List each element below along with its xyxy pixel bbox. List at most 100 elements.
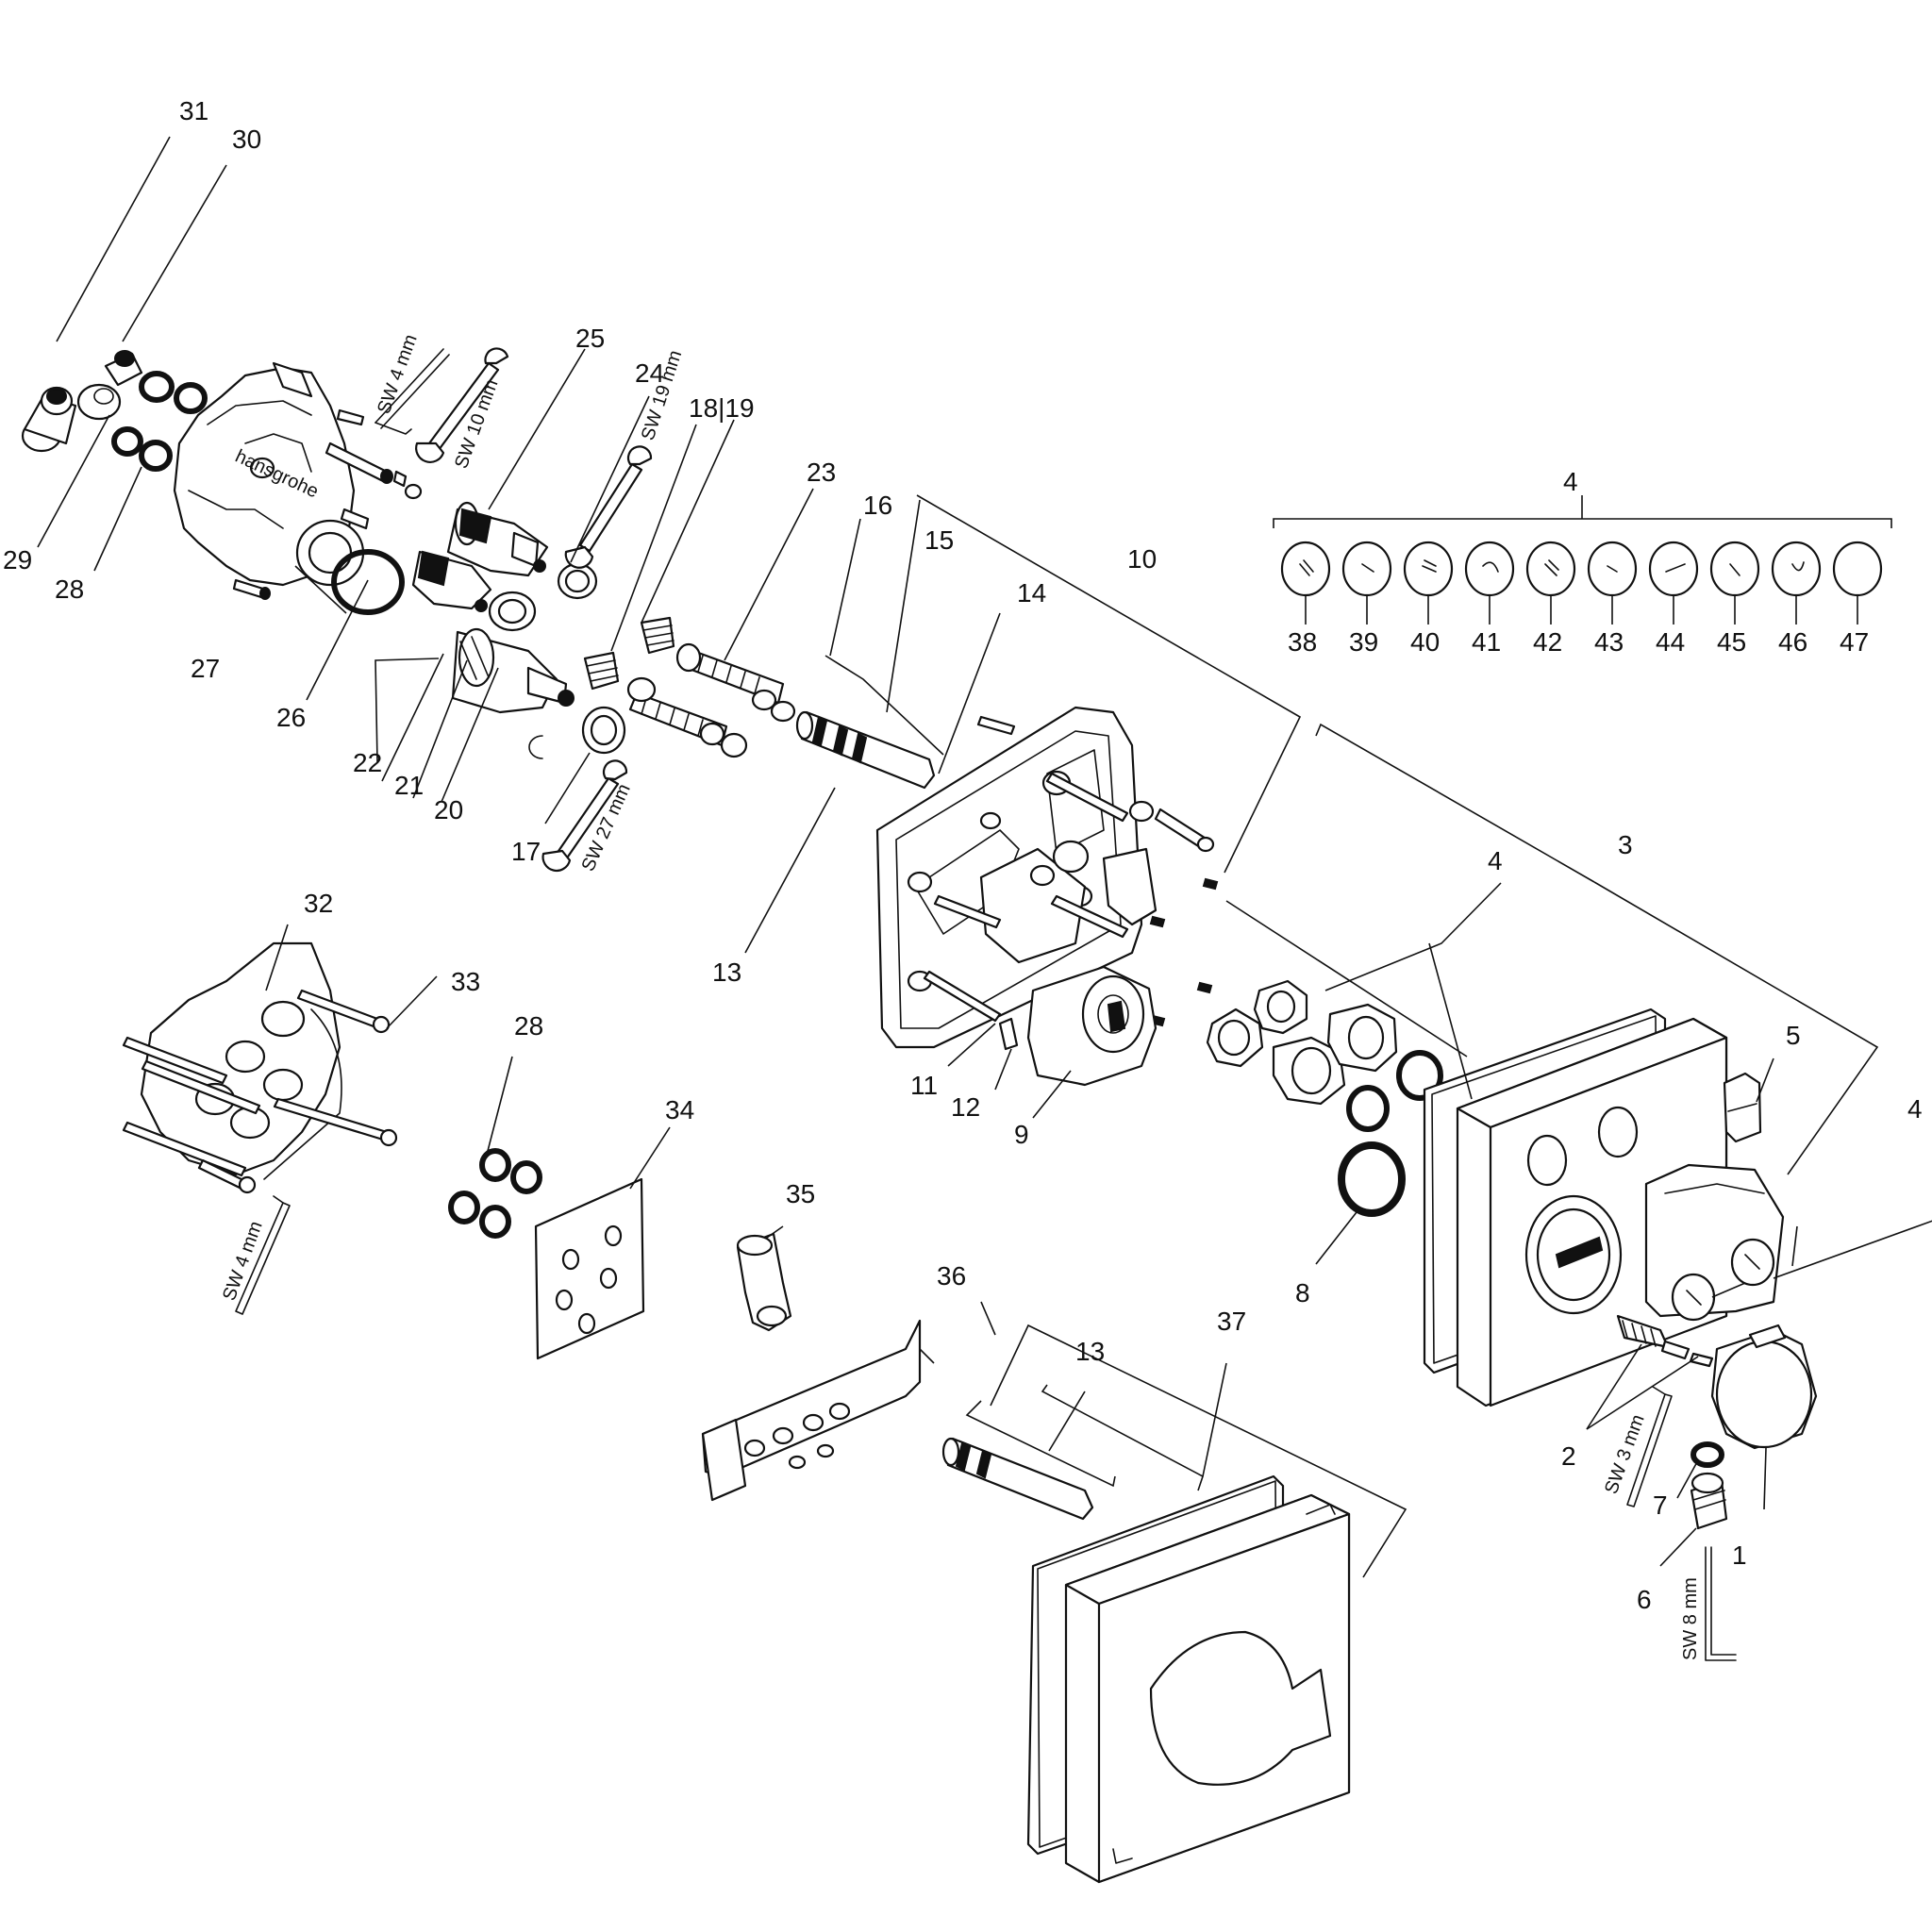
shaft-13	[941, 1437, 1094, 1521]
callout-30: 30	[232, 125, 261, 154]
callout-36: 36	[937, 1261, 966, 1291]
callout-35: 35	[786, 1179, 815, 1208]
mounting-plate-34	[534, 1177, 645, 1360]
extension-2	[1616, 1314, 1714, 1368]
callout-27: 27	[191, 654, 220, 683]
callout-2: 2	[1561, 1441, 1576, 1471]
tool-label-sw8: SW 8 mm	[1680, 1577, 1701, 1660]
callout-labels: 31 30 29 28 27 26 25 24 18|19 23 16 15 1…	[3, 96, 1923, 1614]
buttons-4-right	[1671, 1238, 1775, 1322]
callout-15: 15	[924, 525, 954, 555]
wrench-sw10: SW 10 mm	[415, 347, 509, 472]
o-ring-26	[331, 549, 405, 615]
callout-23: 23	[807, 458, 836, 487]
callout-17: 17	[511, 837, 541, 866]
adapter-6	[1690, 1472, 1728, 1530]
handle-1	[1710, 1324, 1818, 1450]
plug-12	[998, 1017, 1019, 1051]
callout-34: 34	[665, 1095, 694, 1124]
callout-18-19: 18|19	[689, 393, 755, 423]
callout-40: 40	[1410, 627, 1440, 657]
callout-1: 1	[1732, 1541, 1747, 1570]
callout-4-right: 4	[1907, 1094, 1923, 1124]
clip-17	[528, 735, 543, 759]
callout-13-bottom: 13	[1075, 1337, 1105, 1366]
template-plate-37	[1026, 1474, 1351, 1884]
hex-key-sw3: SW 3 mm	[1601, 1386, 1673, 1507]
callout-25: 25	[575, 324, 605, 353]
seal-rings-28-upper	[111, 371, 208, 472]
callout-39: 39	[1349, 627, 1378, 657]
cap-label-ticks	[1305, 595, 1858, 625]
callout-13-top: 13	[712, 958, 741, 987]
wrench-sw27: SW 27 mm	[541, 759, 635, 874]
callout-21: 21	[394, 771, 424, 800]
tool-label-sw4: SW 4 mm	[374, 332, 422, 417]
callout-45: 45	[1717, 627, 1746, 657]
cartridge-25	[446, 501, 549, 577]
thermo-cartridge-22	[451, 627, 575, 714]
callout-29: 29	[3, 545, 32, 575]
ring-nut-24b	[488, 591, 537, 632]
plate-screws	[923, 715, 1129, 1023]
cartridge-lower	[411, 550, 492, 612]
callout-11: 11	[910, 1071, 938, 1100]
callout-9: 9	[1014, 1120, 1029, 1149]
valve-body: hansgrohe	[173, 361, 365, 587]
bolts-33	[122, 989, 398, 1194]
callout-44: 44	[1656, 627, 1685, 657]
wall-screw	[1128, 800, 1215, 853]
callout-10: 10	[1127, 544, 1157, 574]
protective-cap-9	[1026, 965, 1158, 1087]
o-rings-28-lower	[448, 1148, 542, 1239]
o-ring-7	[1690, 1441, 1724, 1468]
callout-16: 16	[863, 491, 892, 520]
callout-3: 3	[1618, 830, 1633, 859]
callout-8: 8	[1295, 1278, 1310, 1307]
small-screws	[1149, 877, 1219, 1027]
fitting-31	[21, 386, 77, 453]
washers-16	[699, 689, 796, 758]
hex-key-sw4-left: SW 4 mm	[219, 1195, 291, 1315]
hex-key-sw4: SW 4 mm	[374, 332, 450, 435]
callout-31: 31	[179, 96, 208, 125]
tool-label-sw4-left: SW 4 mm	[219, 1219, 267, 1304]
callout-4-top: 4	[1563, 467, 1578, 496]
bracket-36	[701, 1319, 922, 1502]
hex-key-sw8: SW 8 mm	[1680, 1546, 1737, 1661]
callout-43: 43	[1594, 627, 1624, 657]
callout-47: 47	[1840, 627, 1869, 657]
callout-7: 7	[1653, 1491, 1668, 1520]
callout-42: 42	[1533, 627, 1562, 657]
button-holders-4	[1206, 979, 1398, 1106]
callout-26: 26	[276, 703, 306, 732]
callout-20: 20	[434, 795, 463, 824]
callout-12: 12	[951, 1092, 980, 1122]
screws-27	[232, 408, 423, 600]
callout-4-mid: 4	[1488, 846, 1503, 875]
callout-38: 38	[1288, 627, 1317, 657]
nut-24	[557, 562, 598, 600]
callout-6: 6	[1637, 1585, 1652, 1614]
callout-37: 37	[1217, 1307, 1246, 1336]
bracket-4-top	[1273, 495, 1892, 528]
callout-5: 5	[1786, 1021, 1801, 1050]
nut-17	[581, 706, 626, 755]
callout-14: 14	[1017, 578, 1046, 608]
leader-lines	[37, 136, 1932, 1578]
button-caps-row	[1280, 541, 1883, 597]
callout-22: 22	[353, 748, 382, 777]
callout-33: 33	[451, 967, 480, 996]
callout-28-top: 28	[55, 575, 84, 604]
callout-24: 24	[635, 358, 664, 388]
shaft-15-14	[795, 710, 936, 790]
callout-28-bottom: 28	[514, 1011, 543, 1041]
springs-18-19	[583, 616, 675, 691]
callout-32: 32	[304, 889, 333, 918]
callout-41: 41	[1472, 627, 1501, 657]
o-rings-8	[1338, 1050, 1443, 1217]
connector-35	[736, 1232, 792, 1332]
fitting-30	[76, 350, 143, 421]
callout-46: 46	[1778, 627, 1807, 657]
